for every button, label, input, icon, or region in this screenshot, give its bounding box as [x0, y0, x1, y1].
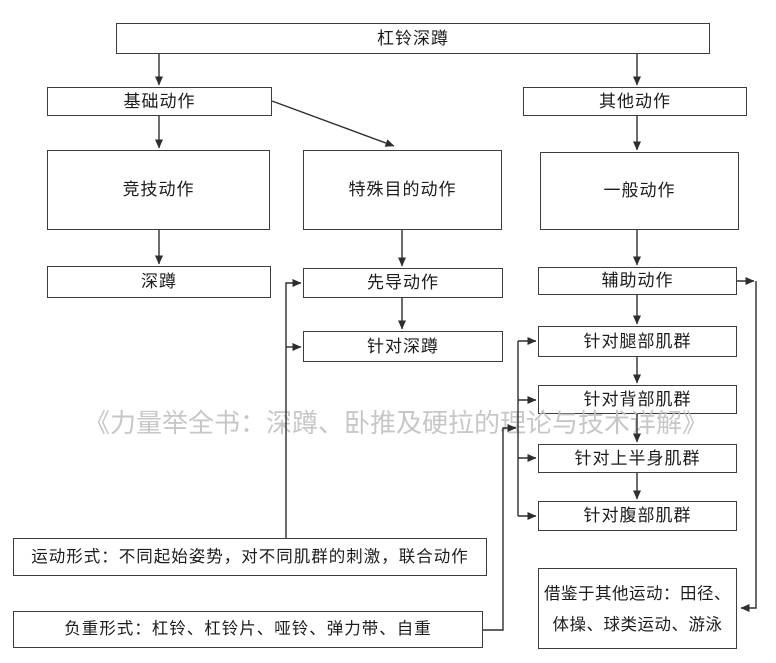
node-special-purpose-movement: 特殊目的动作 [303, 150, 502, 230]
node-lead-movement: 先导动作 [303, 268, 503, 298]
node-basic-movement: 基础动作 [47, 87, 272, 116]
node-target-abdominal-muscles: 针对腹部肌群 [538, 501, 737, 531]
node-assist-movement: 辅助动作 [538, 267, 737, 295]
node-load-forms: 负重形式：杠铃、杠铃片、哑铃、弹力带、自重 [13, 611, 483, 648]
node-squat: 深蹲 [47, 266, 271, 298]
node-borrowed-from-other-sports: 借鉴于其他运动：田径、 体操、球类运动、游泳 [538, 568, 737, 649]
node-movement-forms: 运动形式：不同起始姿势，对不同肌群的刺激，联合动作 [13, 538, 487, 576]
borrowed-line-1: 借鉴于其他运动：田径、 [544, 583, 731, 603]
book-watermark: 《力量举全书：深蹲、卧推及硬拉的理论与技术详解》 [84, 408, 709, 438]
node-target-upper-body-muscles: 针对上半身肌群 [538, 444, 737, 473]
node-general-movement: 一般动作 [540, 152, 739, 230]
borrowed-line-2: 体操、球类运动、游泳 [552, 614, 723, 634]
node-target-leg-muscles: 针对腿部肌群 [538, 326, 737, 357]
node-target-squat: 针对深蹲 [303, 331, 503, 362]
node-target-back-muscles: 针对背部肌群 [538, 385, 737, 414]
node-barbell-squat: 杠铃深蹲 [116, 23, 710, 54]
node-competitive-movement: 竞技动作 [47, 150, 270, 230]
node-other-movement: 其他动作 [523, 87, 747, 116]
